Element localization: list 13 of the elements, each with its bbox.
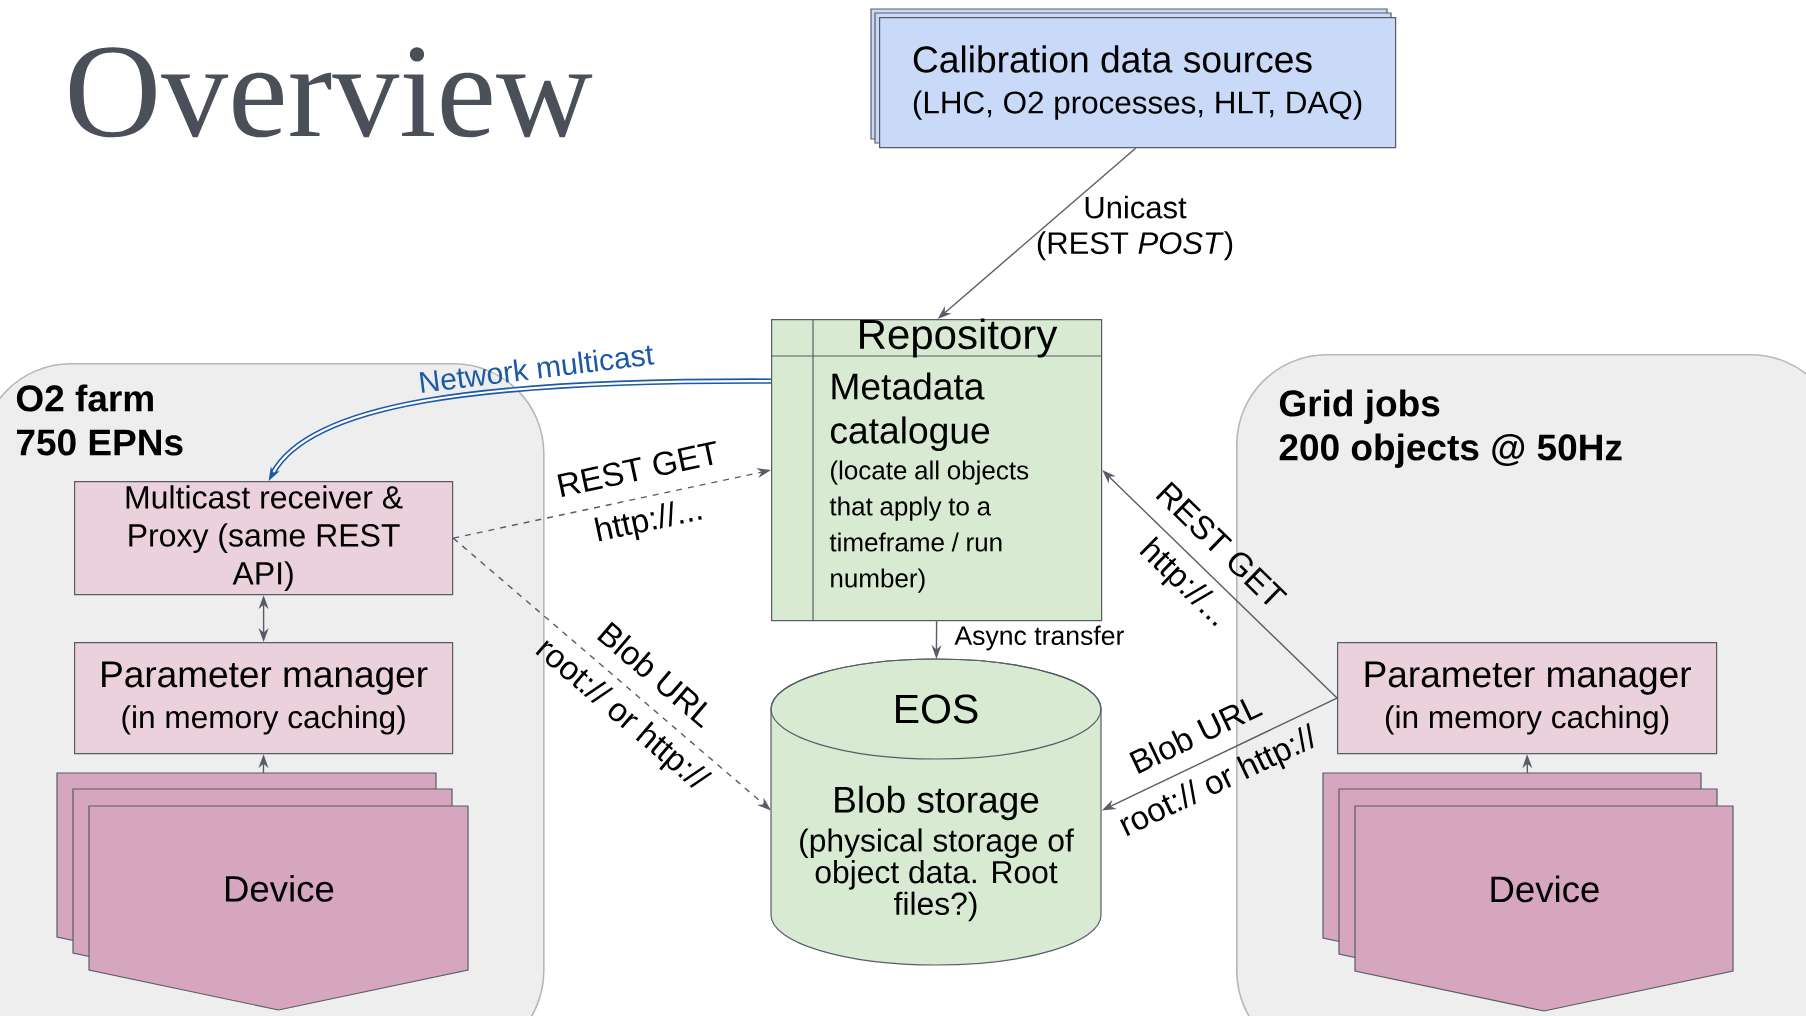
edge-label: Unicast (REST POST) bbox=[1037, 195, 1233, 261]
device-stack: Device bbox=[1322, 772, 1734, 1012]
title: Overview bbox=[69, 47, 593, 138]
edge-label: Network multicast bbox=[419, 345, 655, 393]
process-box: Multicast receiver & Proxy (same REST API) bbox=[74, 481, 454, 596]
edge-label: Async transfer bbox=[954, 625, 1124, 651]
storage-cylinder: EOS Blob storage (physical storage of object data. Root files?) bbox=[770, 658, 1102, 966]
process-box: Parameter manager (in memory caching) bbox=[1337, 642, 1718, 755]
repository-box: Repository Metadata catalogue (locate all objects that apply to a timeframe / run number) bbox=[770, 318, 1103, 622]
edge-label: REST GET http://... bbox=[557, 440, 716, 542]
process-box: Parameter manager (in memory caching) bbox=[74, 642, 454, 755]
device-stack: Device bbox=[56, 772, 469, 1011]
stacked-box: Calibration data sources (LHC, O2 processes, HLT, DAQ) bbox=[870, 8, 1397, 149]
